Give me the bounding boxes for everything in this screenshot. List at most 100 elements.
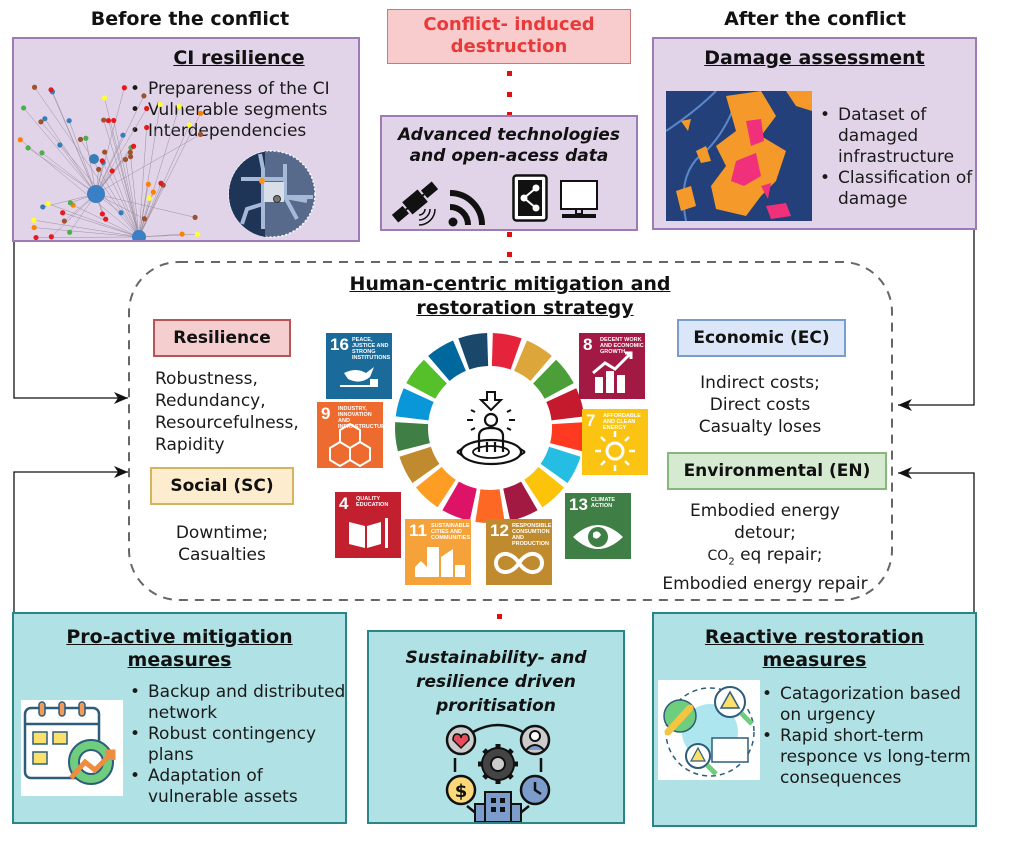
list-item: Dataset of damaged infrastructure [816,105,976,168]
sdg-label: Decent work and economic growth [600,337,644,355]
network-node [96,166,102,172]
network-hub [132,230,146,240]
sdg-tile-13: 13 Climate action [565,493,631,559]
list-item: Catagorization based on urgency [758,684,978,726]
network-node [67,200,73,206]
network-node [45,201,51,207]
sdg-wheel-segment [395,422,430,452]
building-icon [474,791,522,822]
destruction-title: Conflict- induced destruction [423,14,595,57]
sdg-tile-12: 12 Responsible consumtion and production [486,519,552,585]
computer-monitor-icon [560,180,598,218]
advanced-tech-box: Advanced technologies and open-acess dat… [380,115,638,231]
proactive-title-line1: Pro-active mitigation [66,626,293,648]
network-edge [95,193,196,218]
share-icon[interactable] [512,174,548,222]
environmental-item: Embodied energy repair [662,574,868,595]
network-node [179,231,185,237]
network-edge [34,87,140,238]
network-node [101,95,108,101]
network-node [192,214,198,220]
sdg-tile-11: 11 Sustainable cities and communities [405,519,471,585]
phase-label-after: After the conflict [724,8,906,30]
sdg-label: Climate action [591,497,616,509]
network-node [176,103,182,110]
svg-text:$: $ [455,781,468,802]
damage-assessment-list: Dataset of damaged infrastructure Classi… [816,105,976,210]
destruction-box: Conflict- induced destruction [387,9,631,64]
clock-icon [519,774,551,806]
network-edge [50,89,97,195]
network-edge [130,156,140,238]
network-node [99,158,105,164]
reactive-list: Catagorization based on urgency Rapid sh… [758,684,978,789]
sdg-wheel-segment [395,388,434,421]
advanced-tech-title-line1: Advanced technologies [398,125,620,145]
network-edge [138,106,180,238]
sun-power-icon [595,431,635,471]
network-edge [104,151,140,238]
sdg-wheel-segment [540,446,581,483]
social-item: Casualties [178,545,266,565]
sdg-label: Quality education [356,496,389,508]
reactive-title-line1: Reactive restoration [704,626,925,648]
sdg-number: 4 [339,494,349,513]
social-item: Downtime; [175,523,269,543]
sdg-tile-16: 16 Peace, justice and strong institution… [326,333,392,399]
proactive-title: Pro-active mitigation measures [14,626,345,672]
network-node [17,137,23,143]
dove-gavel-icon [340,367,378,387]
network-node [101,117,107,123]
network-node [31,84,38,90]
resilience-item: Redundancy, [155,391,266,411]
network-node [67,229,73,235]
sdg-wheel-segment [442,481,477,521]
connector-proactive-to-strategy [13,471,128,612]
sdg-tile-8: 8 Decent work and economic growth [579,333,645,399]
sdg-label: Sustainable cities and communities [431,523,471,541]
phase-label-before: Before the conflict [90,8,290,30]
network-node [109,168,115,174]
network-node [145,181,151,187]
network-node [141,93,147,99]
network-edge [102,160,140,238]
economic-items: Indirect costs; Direct costs Casualty lo… [660,372,860,438]
strategy-title: Human-centric mitigation and restoration… [300,272,720,320]
damage-assessment-box: Damage assessment Dataset of damaged inf… [652,37,977,230]
sdg-number: 16 [330,335,349,354]
list-item: Backup and distributed network [126,682,346,724]
network-node [128,154,134,160]
network-node [48,234,54,240]
network-node [99,211,105,217]
network-node [39,150,45,156]
environmental-label: Environmental (EN) [683,461,871,481]
network-node [197,110,204,116]
network-node [38,119,44,125]
network-node [194,231,201,237]
network-edge [125,159,140,238]
sdg-number: 13 [569,495,588,514]
economic-item: Casualty loses [698,417,822,437]
network-node [48,87,54,93]
network-node [40,204,46,210]
dollar-icon: $ [445,774,477,806]
environmental-item: Embodied energy [690,501,840,521]
sdg-number: 8 [583,335,593,354]
sdg-wheel-segment [546,388,585,421]
sdg-wheel-segment [399,446,440,483]
network-hub [87,185,105,203]
prioritisation-title-line1: Sustainability- and [405,648,587,668]
network-edge [85,138,97,195]
sdg-wheel-segment [475,489,505,523]
environmental-item: CO2 eq repair; [645,544,885,573]
network-node [122,156,129,163]
social-label-box: Social (SC) [150,467,294,505]
calendar-gear-icon [21,700,123,796]
reactive-box: Reactive restoration measures Catagoriza… [652,612,977,827]
network-node [144,124,150,131]
network-edge [138,183,162,238]
network-node [42,116,48,122]
list-item: Vulnerable segments [126,100,330,121]
network-edge [23,107,97,195]
network-node [66,118,72,124]
